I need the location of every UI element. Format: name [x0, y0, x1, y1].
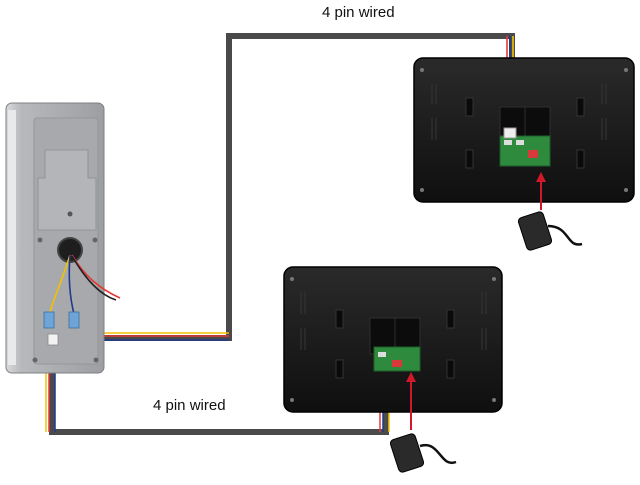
power-arrow-1 — [536, 172, 546, 210]
bottom-wire-label: 4 pin wired — [153, 397, 226, 414]
power-arrow-2 — [406, 372, 416, 430]
indoor-monitor-2 — [283, 266, 503, 413]
indoor-monitor-1 — [413, 57, 635, 203]
power-adapter-1 — [517, 211, 583, 251]
door-station — [5, 102, 121, 374]
power-adapter-2 — [389, 433, 457, 473]
top-wire-label: 4 pin wired — [322, 4, 395, 21]
